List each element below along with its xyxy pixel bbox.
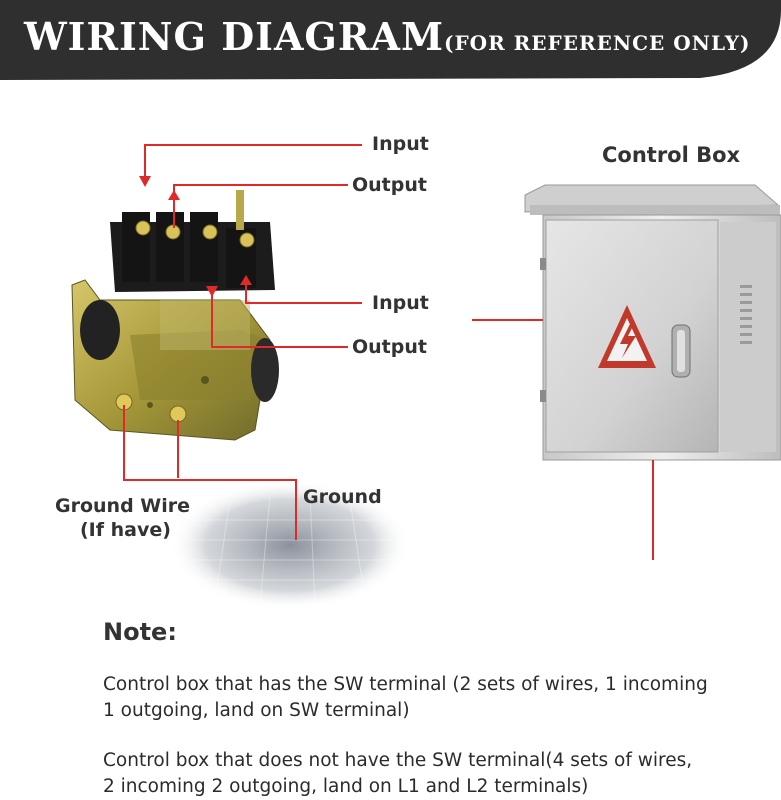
pressure-switch bbox=[71, 190, 279, 441]
arrow-down-icon bbox=[139, 176, 151, 187]
input-top-wire bbox=[144, 144, 362, 180]
note-title: Note: bbox=[103, 618, 177, 646]
ground-floor-image bbox=[170, 480, 410, 610]
label-control-box: Control Box bbox=[602, 143, 741, 167]
note-line-4: 2 incoming 2 outgoing, land on L1 and L2… bbox=[103, 776, 589, 797]
diagram-subtitle: (FOR REFERENCE ONLY) bbox=[444, 31, 751, 55]
ground-wire-1 bbox=[123, 405, 297, 540]
diagram-title: WIRING DIAGRAM bbox=[24, 14, 445, 59]
note-line-2: 1 outgoing, land on SW terminal) bbox=[103, 700, 410, 721]
output-bottom-wire bbox=[211, 290, 348, 348]
label-input-top: Input bbox=[372, 133, 429, 155]
arrow-up-icon bbox=[240, 275, 252, 285]
note-line-1: Control box that has the SW terminal (2 … bbox=[103, 674, 708, 695]
wires bbox=[123, 144, 654, 560]
wire-arrows bbox=[139, 176, 252, 297]
label-input-bottom: Input bbox=[372, 292, 429, 314]
output-top-wire bbox=[173, 184, 348, 228]
wiring-diagram bbox=[71, 144, 781, 610]
label-ground-wire-note: (If have) bbox=[80, 519, 171, 541]
label-output-bottom: Output bbox=[352, 336, 427, 358]
note-line-3: Control box that does not have the SW te… bbox=[103, 750, 693, 771]
control-box-image bbox=[524, 184, 781, 461]
arrow-down-icon bbox=[206, 286, 218, 297]
arrow-up-icon bbox=[168, 190, 180, 200]
label-output-top: Output bbox=[352, 174, 427, 196]
label-ground: Ground bbox=[303, 486, 382, 508]
label-ground-wire: Ground Wire bbox=[55, 495, 191, 517]
header-banner bbox=[0, 0, 781, 80]
input-bottom-wire bbox=[245, 280, 362, 304]
page-title: WIRING DIAGRAM(FOR REFERENCE ONLY) bbox=[24, 14, 751, 59]
